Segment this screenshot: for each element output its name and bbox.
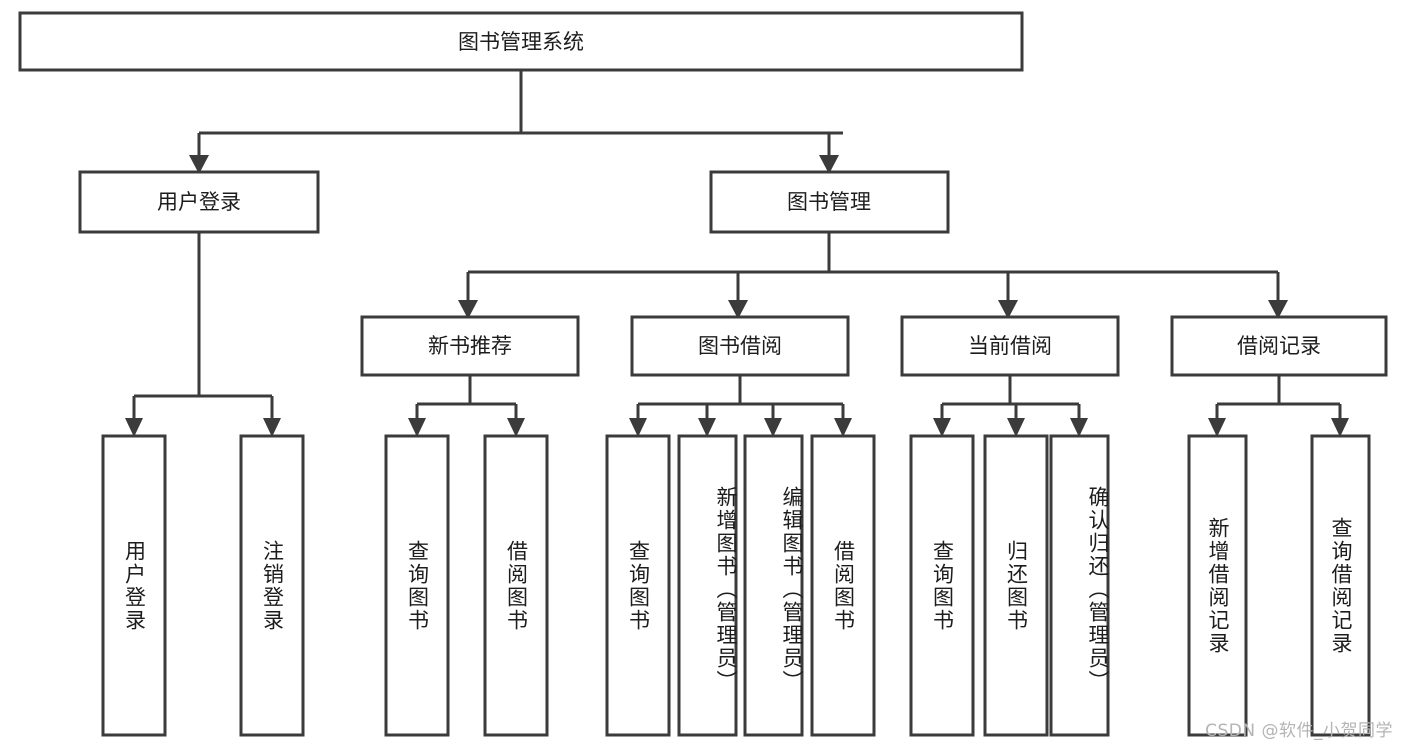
leaf-box-borrow-book-new[interactable] bbox=[483, 434, 549, 737]
leaf-box-confirm-return[interactable] bbox=[1049, 434, 1110, 737]
leaf-box-query-record[interactable] bbox=[1310, 434, 1371, 737]
leaf-box-add-book[interactable] bbox=[677, 434, 738, 737]
connector-borrowrecord-to-leaves bbox=[1208, 375, 1349, 437]
connector-root-to-level2 bbox=[189, 70, 843, 174]
leaf-box-borrow-book[interactable] bbox=[810, 434, 876, 737]
connector-newbook-to-leaves bbox=[408, 375, 525, 437]
leaf-box-query-book-cur[interactable] bbox=[909, 434, 975, 737]
node-book-manage-label: 图书管理 bbox=[787, 190, 871, 214]
node-root-label: 图书管理系统 bbox=[458, 30, 584, 54]
leaf-boxes bbox=[101, 434, 1371, 737]
node-borrow-record-label: 借阅记录 bbox=[1237, 334, 1321, 358]
node-book-borrow[interactable]: 图书借阅 bbox=[630, 315, 850, 377]
node-new-book-recommend[interactable]: 新书推荐 bbox=[360, 315, 580, 377]
leaf-box-add-record[interactable] bbox=[1187, 434, 1248, 737]
node-book-manage[interactable]: 图书管理 bbox=[709, 170, 950, 234]
node-borrow-record[interactable]: 借阅记录 bbox=[1170, 315, 1388, 377]
csdn-watermark: CSDN @软件_小贺同学 bbox=[1205, 721, 1393, 741]
connector-userlogin-to-leaves bbox=[125, 232, 281, 437]
connector-bookborrow-to-leaves bbox=[629, 375, 852, 437]
node-root[interactable]: 图书管理系统 bbox=[18, 11, 1024, 72]
node-book-borrow-label: 图书借阅 bbox=[698, 334, 782, 358]
connector-currentborrow-to-leaves bbox=[933, 375, 1088, 437]
node-current-borrow[interactable]: 当前借阅 bbox=[900, 315, 1120, 377]
node-new-book-recommend-label: 新书推荐 bbox=[428, 334, 512, 358]
leaf-box-edit-book[interactable] bbox=[743, 434, 804, 737]
leaf-box-query-book-new[interactable] bbox=[384, 434, 450, 737]
node-user-login[interactable]: 用户登录 bbox=[78, 170, 320, 234]
leaf-box-return-book[interactable] bbox=[983, 434, 1049, 737]
leaf-box-user-logout[interactable] bbox=[239, 434, 305, 737]
leaf-box-query-book-borrow[interactable] bbox=[605, 434, 671, 737]
leaf-box-user-login[interactable] bbox=[101, 434, 167, 737]
node-current-borrow-label: 当前借阅 bbox=[968, 334, 1052, 358]
node-user-login-label: 用户登录 bbox=[157, 190, 241, 214]
connector-bookmanage-to-level3 bbox=[458, 232, 1288, 319]
